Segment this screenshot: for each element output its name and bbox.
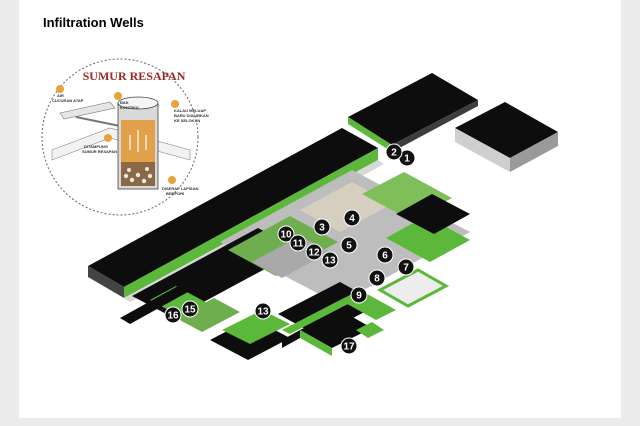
inset-step-5-line-1: KALAU MELUAP [174,108,206,113]
inset-heading: SUMUR RESAPAN [83,69,186,83]
svg-text:17: 17 [343,342,355,353]
well-marker-11[interactable]: 11 [289,234,307,252]
svg-text:6: 6 [382,251,388,262]
inset-step-2-line-1: BAK [120,100,129,105]
well-marker-12[interactable]: 12 [305,243,323,261]
well-marker-10[interactable]: 10 [277,225,295,243]
svg-text:4: 4 [349,214,355,225]
well-markers: 1 2 3 4 5 6 7 8 9 10 11 12 13 13 15 16 1… [164,143,416,355]
well-marker-6[interactable]: 6 [376,246,394,264]
infiltration-well-inset: SUMUR RESAPAN AIR CUCURAN ATAP BAK K [41,58,209,216]
inset-step-4-line-1: DISERAP LAPISAN [162,186,198,191]
inset-step-3-line-1: DITAMPUNG [84,144,108,149]
svg-text:7: 7 [403,263,409,274]
inset-step-2-line-2: KONTROL [120,105,140,110]
svg-text:9: 9 [356,291,362,302]
well-marker-17[interactable]: 17 [340,337,358,355]
svg-text:5: 5 [346,241,352,252]
inset-step-5-line-3: KE SELOKAN [174,118,200,123]
inset-step-1-line-1: AIR [57,93,64,98]
well-marker-5[interactable]: 5 [340,236,358,254]
well-marker-13-lower[interactable]: 13 [254,302,272,320]
well-marker-16[interactable]: 16 [164,306,182,324]
inset-step-4-line-2: BERPORI [166,191,184,196]
svg-text:11: 11 [293,239,304,250]
well-marker-2[interactable]: 2 [385,143,403,161]
svg-text:16: 16 [167,311,179,322]
well-marker-9[interactable]: 9 [350,286,368,304]
well-marker-13-upper[interactable]: 13 [321,251,339,269]
well-marker-15[interactable]: 15 [181,300,199,318]
inset-step-1-line-2: CUCURAN ATAP [52,98,84,103]
svg-text:8: 8 [374,274,380,285]
page-title: Infiltration Wells [43,15,144,30]
well-marker-3[interactable]: 3 [313,218,331,236]
svg-text:3: 3 [319,223,325,234]
inset-step-markers [56,85,179,184]
svg-text:10: 10 [280,230,292,241]
svg-text:15: 15 [184,305,196,316]
svg-text:13: 13 [324,256,336,267]
well-marker-8[interactable]: 8 [368,269,386,287]
well-marker-4[interactable]: 4 [343,209,361,227]
inset-step-3-line-2: SUMUR RESAPAN [82,149,117,154]
svg-text:2: 2 [391,148,397,159]
well-marker-7[interactable]: 7 [397,258,415,276]
inset-step-5-line-2: BARU DIALIRKAN [174,113,209,118]
svg-text:12: 12 [308,248,320,259]
svg-text:13: 13 [257,307,269,318]
svg-text:1: 1 [404,154,410,165]
